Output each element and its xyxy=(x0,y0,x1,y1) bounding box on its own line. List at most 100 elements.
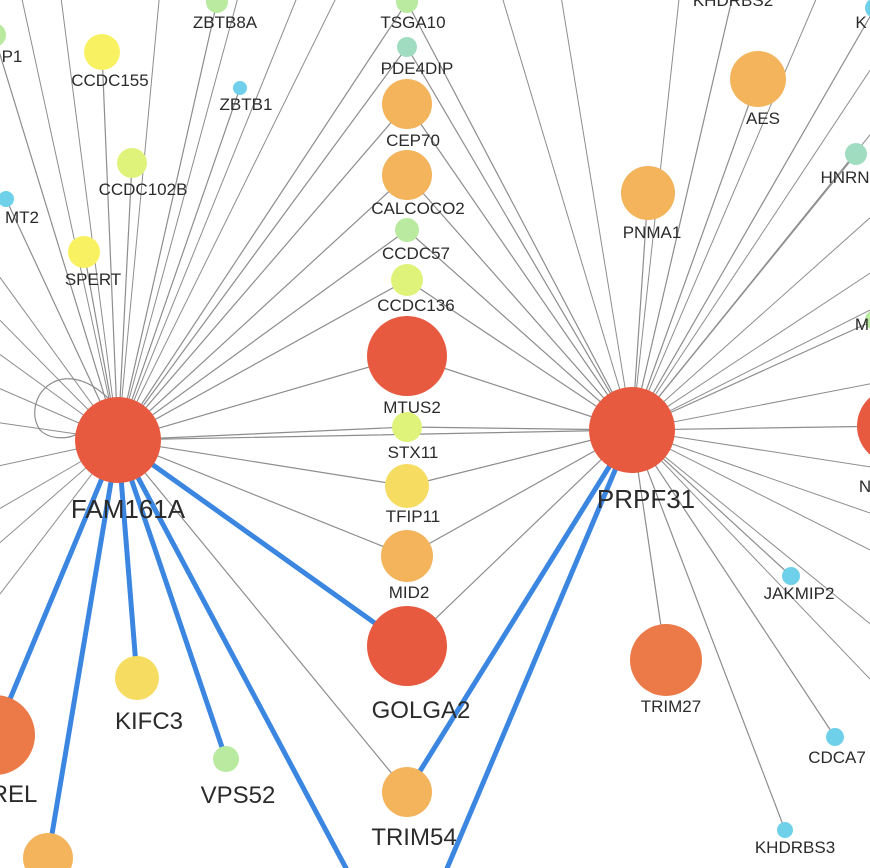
node-fam161a[interactable] xyxy=(75,397,161,483)
node-label-tsga10: TSGA10 xyxy=(380,13,445,32)
node-ccdc57[interactable] xyxy=(395,218,419,242)
offscreen-edge xyxy=(631,309,870,431)
node-stx11[interactable] xyxy=(392,412,422,442)
edge-PRPF31-N xyxy=(631,425,870,431)
edge-FAM161A-CCDC57 xyxy=(117,229,408,441)
edge-FAM161A-MTUS2 xyxy=(117,355,408,441)
node-label-jakmip2: JAKMIP2 xyxy=(764,584,835,603)
edge-FAM161A-CEP70 xyxy=(117,103,408,441)
node-label-ccdc136: CCDC136 xyxy=(377,296,454,315)
node-mid2[interactable] xyxy=(381,530,433,582)
offscreen-edge xyxy=(117,0,297,441)
edge-PRPF31-M xyxy=(631,321,870,431)
node-trim54[interactable] xyxy=(382,767,432,817)
node-cdca7[interactable] xyxy=(826,728,844,746)
node-bottom_left[interactable] xyxy=(23,833,73,868)
node-calcoco2[interactable] xyxy=(382,150,432,200)
edge-FAM161A-MT2 xyxy=(5,198,119,441)
node-jakmip2[interactable] xyxy=(782,567,800,585)
node-hnrn[interactable] xyxy=(845,143,867,165)
offscreen-edge xyxy=(60,0,119,441)
offscreen-edge xyxy=(117,0,336,441)
edge-FAM161A-CCDC102B xyxy=(117,162,133,441)
highlight-edge-FAM161A-REL xyxy=(0,437,121,730)
node-label-trim27: TRIM27 xyxy=(641,697,701,716)
offscreen-edge xyxy=(631,429,870,625)
offscreen-edge xyxy=(631,69,870,431)
node-label-mtus2: MTUS2 xyxy=(383,398,441,417)
node-ccdc155[interactable] xyxy=(84,34,120,70)
node-m[interactable] xyxy=(865,310,870,330)
edge-PRPF31-CEP70 xyxy=(406,103,633,431)
node-label-cep70: CEP70 xyxy=(386,131,440,150)
edge-PRPF31-K xyxy=(631,15,870,431)
highlight-edge-FAM161A-VPS52 xyxy=(115,437,229,762)
node-label-zbtb1: ZBTB1 xyxy=(220,95,273,114)
edge-PRPF31-HNRN xyxy=(631,153,857,431)
node-spert[interactable] xyxy=(68,236,100,268)
node-label-p1: P1 xyxy=(2,47,23,66)
node-ccdc102b[interactable] xyxy=(117,148,147,178)
node-cep70[interactable] xyxy=(382,79,432,129)
node-tsga10[interactable] xyxy=(396,0,418,13)
edge-PRPF31-CCDC57 xyxy=(406,229,633,431)
node-p1[interactable] xyxy=(0,23,6,47)
node-k[interactable] xyxy=(865,0,870,18)
node-label-pde4dip: PDE4DIP xyxy=(381,59,454,78)
node-label-mt2: MT2 xyxy=(5,208,39,227)
node-mt2[interactable] xyxy=(0,191,14,207)
node-label-trim54: TRIM54 xyxy=(371,824,456,851)
node-label-tfip11: TFIP11 xyxy=(386,507,440,526)
edge-PRPF31-KHDRBS3 xyxy=(631,429,786,831)
node-ccdc136[interactable] xyxy=(391,264,423,296)
node-mtus2[interactable] xyxy=(367,316,447,396)
node-tfip11[interactable] xyxy=(385,464,429,508)
node-n[interactable] xyxy=(857,388,870,464)
edge-PRPF31-AES xyxy=(631,78,759,431)
node-label-spert: SPERT xyxy=(65,270,121,289)
node-pnma1[interactable] xyxy=(621,166,675,220)
node-kifc3[interactable] xyxy=(115,656,159,700)
node-label-stx11: STX11 xyxy=(388,443,439,462)
offscreen-edge xyxy=(631,272,870,431)
node-label-aes: AES xyxy=(746,109,780,128)
node-vps52[interactable] xyxy=(213,746,239,772)
offscreen-edge xyxy=(631,383,870,431)
node-label-ccdc102b: CCDC102B xyxy=(99,180,188,199)
offscreen-edge xyxy=(117,0,160,441)
edge-PRPF31-TSGA10 xyxy=(406,1,633,431)
node-label-k: K xyxy=(855,13,867,32)
edge-FAM161A-PDE4DIP xyxy=(117,46,408,441)
edge-FAM161A-PRPF31 xyxy=(117,429,633,441)
node-khdrbs3[interactable] xyxy=(777,822,793,838)
node-rel[interactable] xyxy=(0,695,35,775)
edge-PRPF31-PDE4DIP xyxy=(406,46,633,431)
node-label-rel: REL xyxy=(0,781,37,808)
node-label-golga2: GOLGA2 xyxy=(372,697,471,724)
offscreen-edge xyxy=(502,0,633,431)
node-golga2[interactable] xyxy=(367,606,447,686)
node-label-ccdc155: CCDC155 xyxy=(71,71,148,90)
node-label-prpf31: PRPF31 xyxy=(597,484,695,514)
edge-FAM161A-MID2 xyxy=(117,439,408,557)
highlight-edge-PRPF31-OFF_BOTTOM_2 xyxy=(444,427,635,868)
node-label-hnrn: HNRN xyxy=(820,168,869,187)
node-label-cdca7: CDCA7 xyxy=(808,748,866,767)
node-label-mid2: MID2 xyxy=(389,583,430,602)
node-zbtb1[interactable] xyxy=(233,81,247,95)
node-pde4dip[interactable] xyxy=(397,37,417,57)
node-trim27[interactable] xyxy=(630,624,702,696)
node-aes[interactable] xyxy=(730,51,786,107)
edge-FAM161A-CCDC136 xyxy=(117,279,408,441)
self-loop-edge xyxy=(34,378,111,439)
node-zbtb8a[interactable] xyxy=(206,0,228,13)
edge-PRPF31-CCDC136 xyxy=(406,279,633,431)
node-prpf31[interactable] xyxy=(589,387,675,473)
offscreen-edge xyxy=(631,429,870,514)
highlight-edge-FAM161A-GOLGA2 xyxy=(115,437,410,649)
node-label-kifc3: KIFC3 xyxy=(115,708,183,735)
edge-FAM161A-TSGA10 xyxy=(117,1,408,441)
